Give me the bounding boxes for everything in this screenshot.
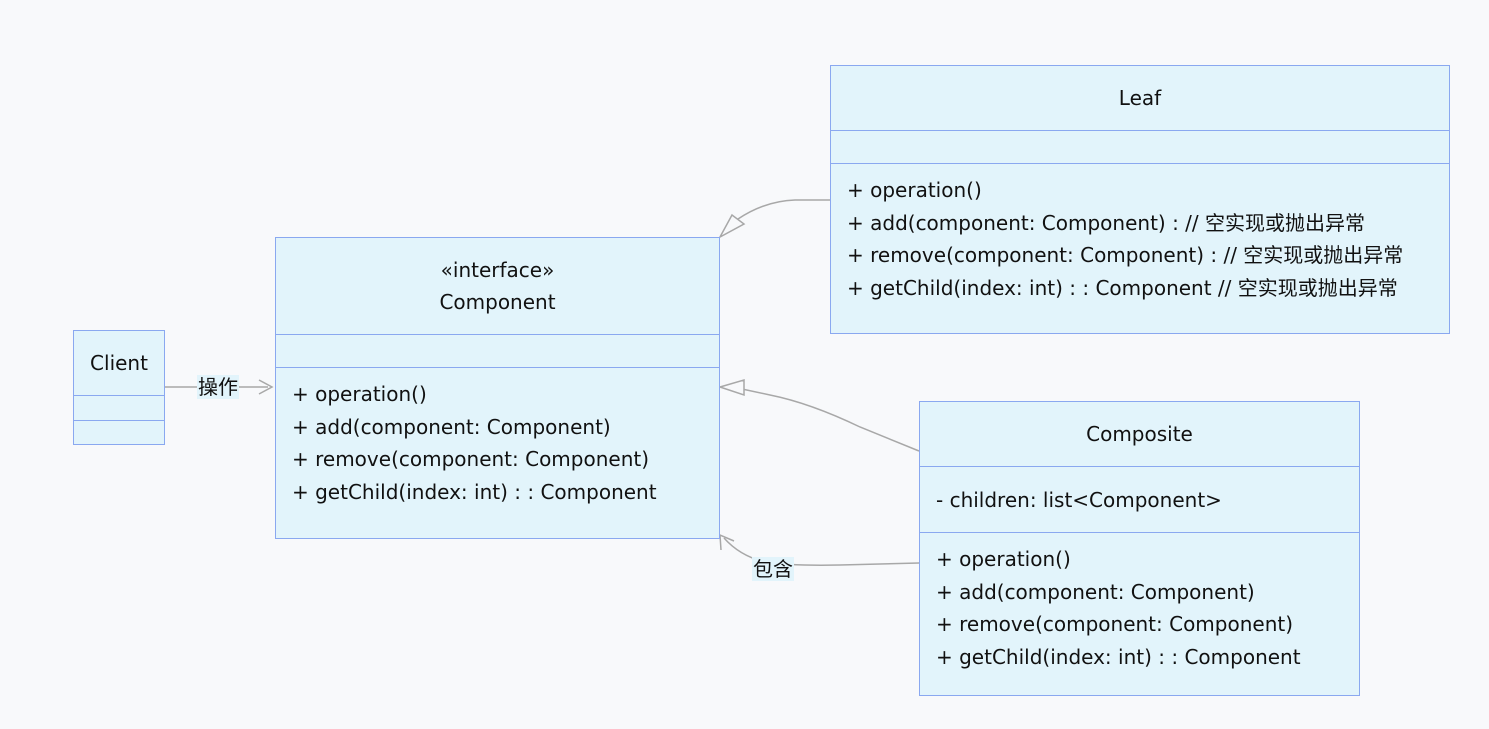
- edge-label-operate: 操作: [197, 375, 239, 399]
- stereotype-label: «interface»: [440, 258, 555, 282]
- open-arrowhead-icon: [719, 533, 735, 551]
- methods-compartment: + operation() + add(component: Component…: [831, 164, 1449, 333]
- class-component: «interface» Component + operation() + ad…: [275, 237, 720, 539]
- attributes-compartment: - children: list<Component>: [920, 467, 1359, 533]
- class-name: Composite: [1086, 422, 1193, 446]
- method-item: + getChild(index: int) : : Component // …: [847, 275, 1398, 300]
- class-name: Component: [439, 290, 556, 314]
- class-header: «interface» Component: [276, 238, 719, 335]
- methods-compartment: [74, 421, 164, 444]
- attribute-item: - children: list<Component>: [936, 487, 1222, 512]
- edge-leaf-to-component: [737, 199, 830, 220]
- method-item: + remove(component: Component): [292, 447, 650, 472]
- method-item: + getChild(index: int) : : Component: [936, 644, 1301, 669]
- class-composite: Composite - children: list<Component> + …: [919, 401, 1360, 696]
- methods-compartment: + operation() + add(component: Component…: [276, 368, 719, 538]
- method-item: + operation(): [936, 547, 1071, 571]
- class-leaf: Leaf + operation() + add(component: Comp…: [830, 65, 1450, 334]
- attributes-compartment: [831, 131, 1449, 164]
- method-item: + add(component: Component) : // 空实现或抛出异…: [847, 210, 1366, 235]
- open-arrowhead-icon: [258, 379, 274, 395]
- class-header: Client: [74, 331, 164, 396]
- class-client: Client: [73, 330, 165, 445]
- method-item: + add(component: Component): [292, 414, 611, 439]
- hollow-triangle-icon: [717, 379, 745, 397]
- attributes-compartment: [74, 396, 164, 421]
- hollow-triangle-icon: [718, 213, 746, 239]
- method-item: + getChild(index: int) : : Component: [292, 479, 657, 504]
- method-item: + operation(): [292, 382, 427, 406]
- class-header: Composite: [920, 402, 1359, 467]
- method-item: + remove(component: Component): [936, 612, 1294, 637]
- methods-compartment: + operation() + add(component: Component…: [920, 533, 1359, 695]
- method-item: + operation(): [847, 178, 982, 202]
- class-header: Leaf: [831, 66, 1449, 131]
- method-item: + add(component: Component): [936, 579, 1255, 604]
- edge-composite-to-component: [741, 388, 920, 452]
- class-name: Leaf: [1118, 86, 1162, 110]
- method-item: + remove(component: Component) : // 空实现或…: [847, 243, 1404, 268]
- class-name: Client: [90, 351, 148, 375]
- edge-label-contains: 包含: [752, 557, 794, 581]
- attributes-compartment: [276, 335, 719, 368]
